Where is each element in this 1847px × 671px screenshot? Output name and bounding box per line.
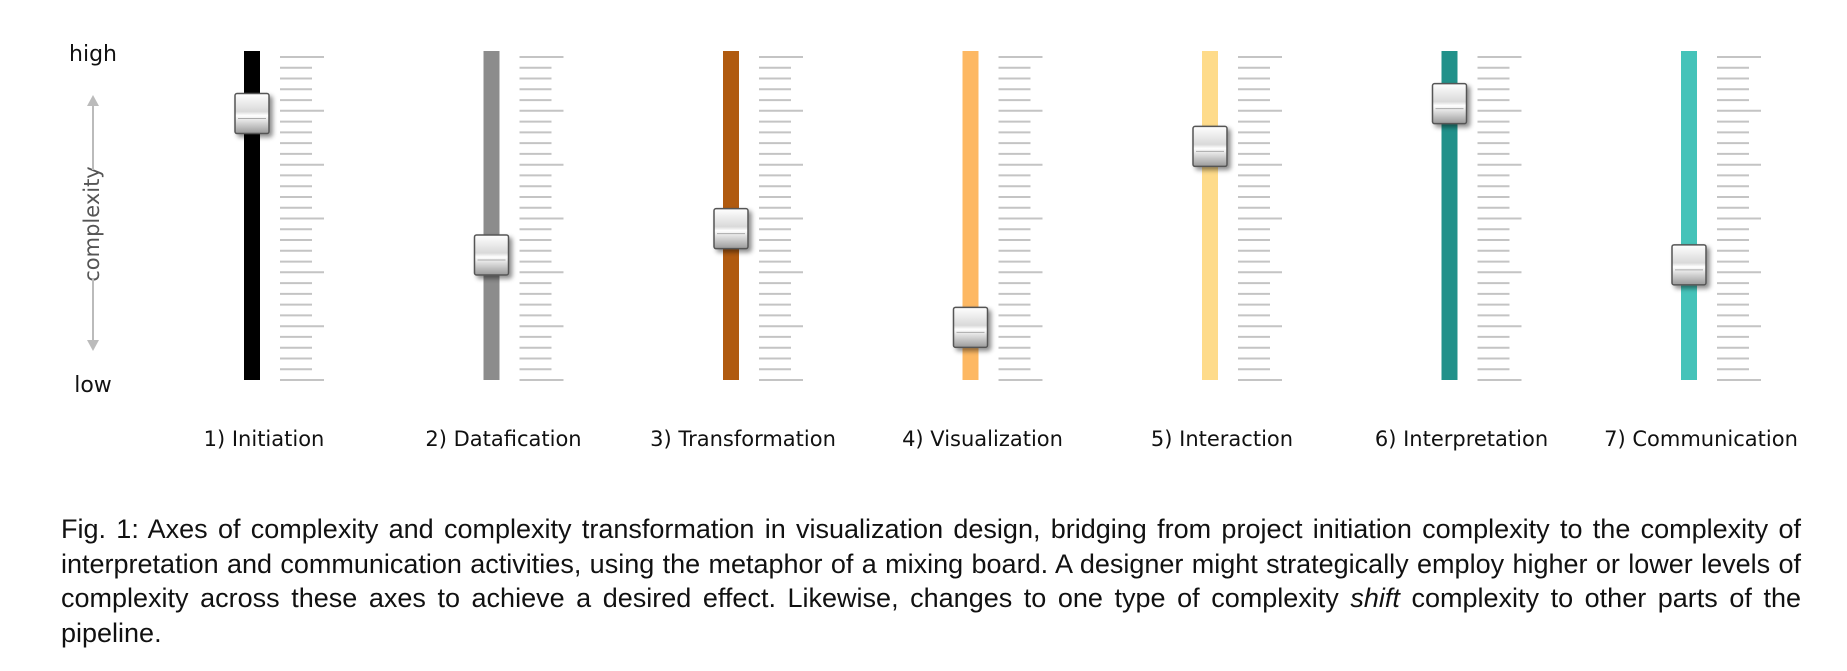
- slider-knob[interactable]: [1671, 244, 1707, 286]
- slider-track: [1681, 51, 1697, 380]
- channel-label: 6) Interpretation: [1375, 427, 1548, 451]
- slider-channel[interactable]: 4) Visualization: [902, 51, 1063, 451]
- knob-body: [1192, 125, 1228, 168]
- slider-scale: [1477, 56, 1522, 381]
- slider-knob[interactable]: [1431, 82, 1468, 125]
- slider-scale: [1717, 56, 1761, 381]
- slider-channels: 1) Initiation 2) Datafication 3) Transform…: [204, 51, 1798, 451]
- knob-body: [952, 306, 989, 349]
- knob-body: [473, 234, 510, 276]
- slider-channel[interactable]: 3) Transformation: [650, 51, 836, 451]
- channel-label: 5) Interaction: [1151, 427, 1293, 451]
- slider-track: [1202, 51, 1218, 380]
- slider-knob[interactable]: [234, 92, 270, 135]
- slider-scale: [998, 56, 1043, 381]
- axis-arrow-up: [87, 95, 99, 170]
- knob-body: [713, 207, 749, 250]
- slider-channel[interactable]: 5) Interaction: [1151, 51, 1293, 451]
- slider-scale: [1238, 56, 1282, 381]
- slider-scale: [280, 56, 324, 381]
- slider-knob[interactable]: [473, 234, 510, 276]
- channel-label: 2) Datafication: [425, 427, 581, 451]
- axis-arrow-down: [87, 278, 99, 351]
- knob-body: [234, 92, 270, 135]
- slider-scale: [519, 56, 564, 381]
- caption-text: Fig. 1: Axes of complexity and complexit…: [61, 514, 1801, 613]
- channel-label: 7) Communication: [1604, 427, 1798, 451]
- slider-channel[interactable]: 6) Interpretation: [1375, 51, 1548, 451]
- slider-knob[interactable]: [1192, 125, 1228, 168]
- axis-title: complexity: [80, 166, 104, 282]
- channel-label: 1) Initiation: [204, 427, 325, 451]
- slider-channel[interactable]: 2) Datafication: [425, 51, 582, 451]
- slider-channel[interactable]: 1) Initiation: [204, 51, 325, 451]
- slider-track: [962, 51, 979, 380]
- axis-high-label: high: [69, 42, 117, 67]
- axis-low-label: low: [74, 373, 112, 398]
- slider-knob[interactable]: [952, 306, 989, 349]
- knob-body: [1671, 244, 1707, 286]
- slider-track: [483, 51, 500, 380]
- figure-caption: Fig. 1: Axes of complexity and complexit…: [61, 512, 1801, 650]
- slider-track: [1441, 51, 1458, 380]
- channel-label: 3) Transformation: [650, 427, 836, 451]
- knob-body: [1431, 82, 1468, 125]
- channel-label: 4) Visualization: [902, 427, 1063, 451]
- slider-channel[interactable]: 7) Communication: [1604, 51, 1798, 451]
- slider-knob[interactable]: [713, 207, 749, 250]
- caption-text-end: complexity to other parts of the pipelin…: [61, 583, 1801, 648]
- slider-scale: [759, 56, 803, 381]
- caption-emphasis: shift: [1350, 583, 1400, 613]
